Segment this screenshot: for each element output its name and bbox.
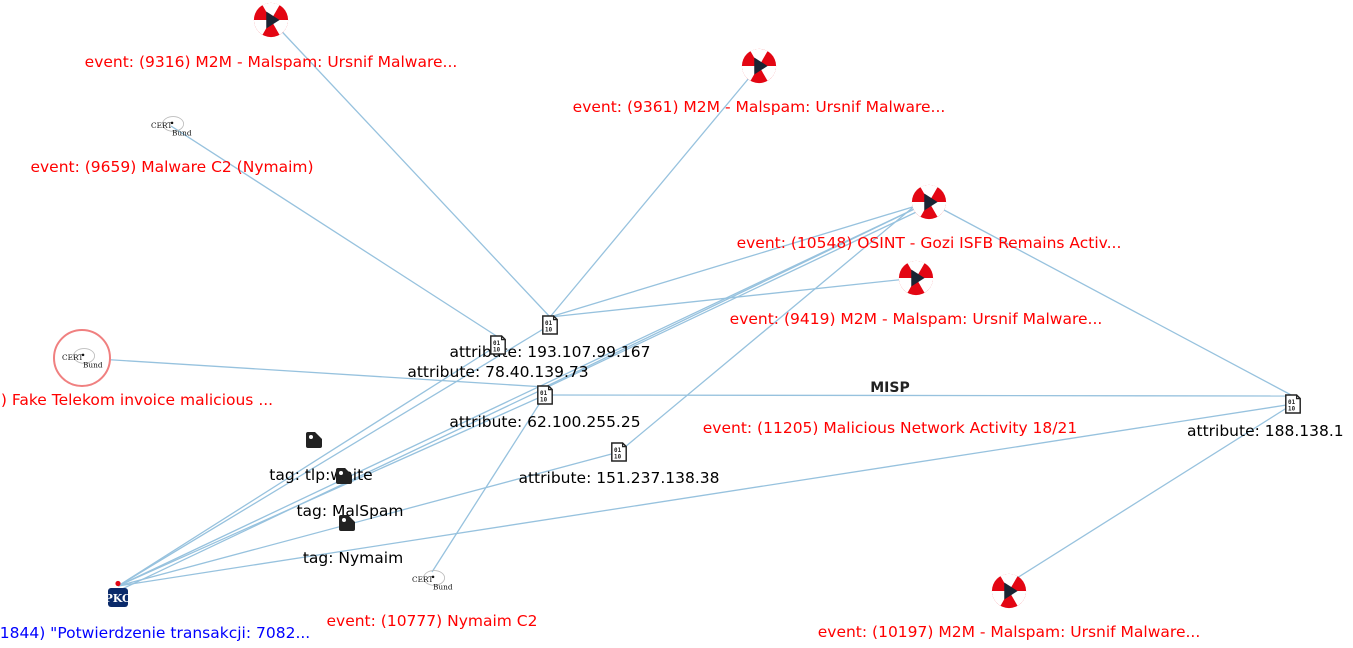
graph-edge — [431, 394, 546, 573]
event-label: event: (10548) OSINT - Gozi ISFB Remains… — [737, 234, 1122, 252]
attribute-node[interactable]: attribute: 193.107.99.167 — [449, 315, 651, 361]
tag-label: tag: Nymaim — [303, 549, 403, 567]
event-label: event: (10777) Nymaim C2 — [326, 612, 537, 630]
graph-edge — [117, 403, 1294, 587]
attribute-node[interactable]: attribute: 62.100.255.25 — [449, 385, 641, 431]
graph-edges — [81, 19, 1294, 591]
tag-label: tag: tlp:white — [269, 466, 372, 484]
binary-file-icon — [1285, 394, 1301, 414]
graph-edge — [549, 277, 917, 318]
graph-edge — [549, 65, 760, 318]
org-label: 1844) "Potwierdzenie transakcji: 7082... — [0, 624, 310, 642]
event-label: event: (10197) M2M - Malspam: Ursnif Mal… — [818, 623, 1201, 641]
binary-file-icon — [542, 315, 558, 335]
event-node[interactable]: event: (9659) Malware C2 (Nymaim) — [30, 116, 314, 176]
event-node[interactable]: event: (10777) Nymaim C2 — [326, 570, 538, 630]
cert-bund-logo-icon — [150, 116, 192, 138]
graph-edge — [117, 324, 551, 587]
binary-file-icon — [611, 442, 627, 462]
graph-edge — [1008, 403, 1294, 584]
graph-edge — [117, 451, 620, 587]
malware-event-icon — [911, 184, 947, 220]
graph-edge — [170, 125, 499, 338]
org-node[interactable]: 1844) "Potwierdzenie transakcji: 7082... — [0, 580, 310, 642]
attribute-node[interactable]: attribute: 151.237.138.38 — [518, 442, 720, 487]
graph-edge — [117, 201, 930, 587]
tag-node[interactable]: tag: MalSpam — [296, 468, 404, 520]
graph-edge — [544, 394, 1294, 397]
tag-icon — [306, 432, 322, 448]
event-label: event: (9361) M2M - Malspam: Ursnif Malw… — [573, 98, 946, 116]
graph-edge — [119, 205, 930, 591]
event-label: event: (11205) Malicious Network Activit… — [703, 419, 1077, 437]
attribute-label: attribute: 78.40.139.73 — [407, 363, 588, 381]
tag-label: tag: MalSpam — [296, 502, 403, 520]
event-node[interactable]: event: (9316) M2M - Malspam: Ursnif Malw… — [85, 2, 458, 71]
binary-file-icon — [490, 335, 506, 355]
event-node[interactable]: event: (9419) M2M - Malspam: Ursnif Malw… — [730, 260, 1103, 328]
event-node[interactable]: event: (9361) M2M - Malspam: Ursnif Malw… — [573, 48, 946, 116]
event-label: ) Fake Telekom invoice malicious ... — [1, 391, 273, 409]
tag-node[interactable]: tag: Nymaim — [303, 515, 403, 567]
attribute-label: attribute: 62.100.255.25 — [449, 413, 640, 431]
graph-edge — [81, 357, 546, 388]
event-label: event: (9659) Malware C2 (Nymaim) — [30, 158, 313, 176]
malware-event-icon — [898, 260, 934, 296]
event-node[interactable]: event: (10548) OSINT - Gozi ISFB Remains… — [737, 184, 1122, 252]
graph-edge — [928, 201, 1294, 397]
attribute-node[interactable]: attribute: 78.40.139.73 — [407, 335, 589, 381]
graph-edge — [117, 394, 546, 587]
attribute-label: attribute: 193.107.99.167 — [449, 343, 650, 361]
graph-edge — [549, 201, 930, 318]
graph-edge — [117, 344, 499, 587]
malware-event-icon — [253, 2, 289, 38]
cert-bund-logo-icon — [411, 570, 453, 592]
attribute-label: attribute: 151.237.138.38 — [518, 469, 719, 487]
event-label: event: (9316) M2M - Malspam: Ursnif Malw… — [85, 53, 458, 71]
graph-edge — [270, 19, 551, 318]
event-node[interactable]: ) Fake Telekom invoice malicious ... — [1, 329, 273, 409]
graph-edge — [618, 193, 930, 453]
malware-event-icon — [741, 48, 777, 84]
attribute-label: attribute: 188.138.1 — [1187, 422, 1344, 440]
event-node[interactable]: MISP event: (11205) Malicious Network Act… — [703, 380, 1077, 437]
malware-event-icon — [991, 573, 1027, 609]
binary-file-icon — [537, 385, 553, 405]
misp-logo-icon: MISP — [870, 380, 909, 396]
event-label: event: (9419) M2M - Malspam: Ursnif Malw… — [730, 310, 1103, 328]
attribute-node[interactable]: attribute: 188.138.1 — [1187, 394, 1344, 440]
event-node[interactable]: event: (10197) M2M - Malspam: Ursnif Mal… — [818, 573, 1201, 641]
